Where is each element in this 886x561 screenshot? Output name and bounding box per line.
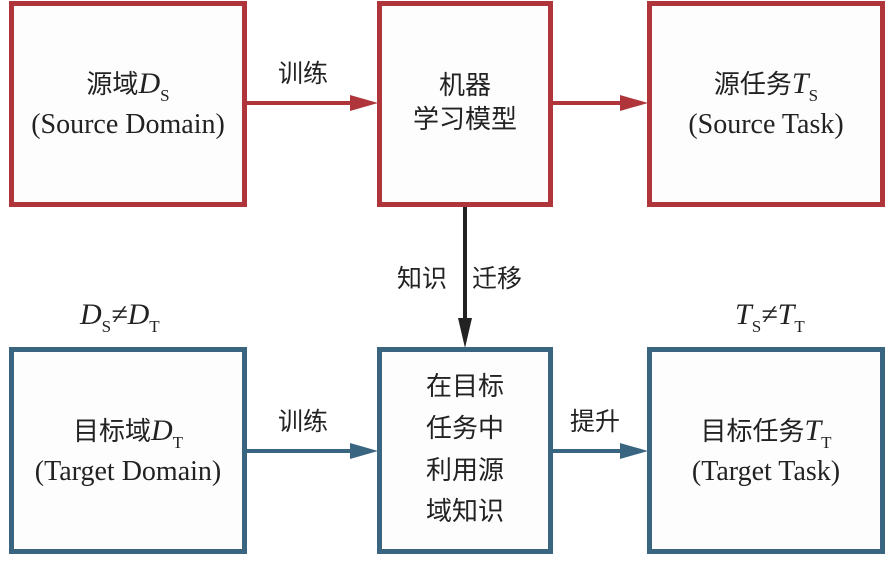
target-domain-box: 目标域DT (Target Domain) <box>9 347 247 554</box>
arrowhead-apply-to-target-task <box>620 443 648 459</box>
arrowhead-target-domain-to-apply <box>350 443 378 459</box>
arrowhead-source-domain-to-model <box>350 95 378 111</box>
ml-model-box: 机器 学习模型 <box>377 1 553 207</box>
source-domain-en: (Source Domain) <box>31 109 225 141</box>
apply-knowledge-box: 在目标 任务中 利用源 域知识 <box>377 347 553 554</box>
source-domain-box: 源域DS (Source Domain) <box>9 1 247 207</box>
arrowhead-knowledge-transfer <box>458 318 472 348</box>
target-task-en: (Target Task) <box>691 455 841 487</box>
source-task-title: 源任务TS <box>713 67 819 106</box>
apply-knowledge-line3: 利用源 <box>425 455 504 486</box>
apply-knowledge-line2: 任务中 <box>425 413 504 444</box>
domain-inequality: DS≠DT <box>80 298 160 336</box>
apply-knowledge-line1: 在目标 <box>425 372 504 403</box>
ml-model-line1: 机器 <box>438 71 491 102</box>
target-domain-title: 目标域DT <box>72 413 184 452</box>
target-task-title: 目标任务TT <box>700 413 832 452</box>
target-task-box: 目标任务TT (Target Task) <box>647 347 885 554</box>
source-task-box: 源任务TS (Source Task) <box>647 1 885 207</box>
target-domain-en: (Target Domain) <box>34 455 222 487</box>
edge-label-improve: 提升 <box>570 407 621 436</box>
arrowhead-model-to-source-task <box>620 95 648 111</box>
source-domain-title: 源域DS <box>86 67 170 106</box>
task-inequality: TS≠TT <box>735 298 805 336</box>
apply-knowledge-line4: 域知识 <box>425 497 504 528</box>
edge-label-transfer-2: 迁移 <box>472 264 523 293</box>
edge-label-train-target: 训练 <box>278 407 329 436</box>
source-task-en: (Source Task) <box>688 109 844 141</box>
ml-model-line2: 学习模型 <box>412 105 517 135</box>
edge-label-transfer-1: 知识 <box>397 264 448 293</box>
edge-label-train-source: 训练 <box>278 59 329 88</box>
